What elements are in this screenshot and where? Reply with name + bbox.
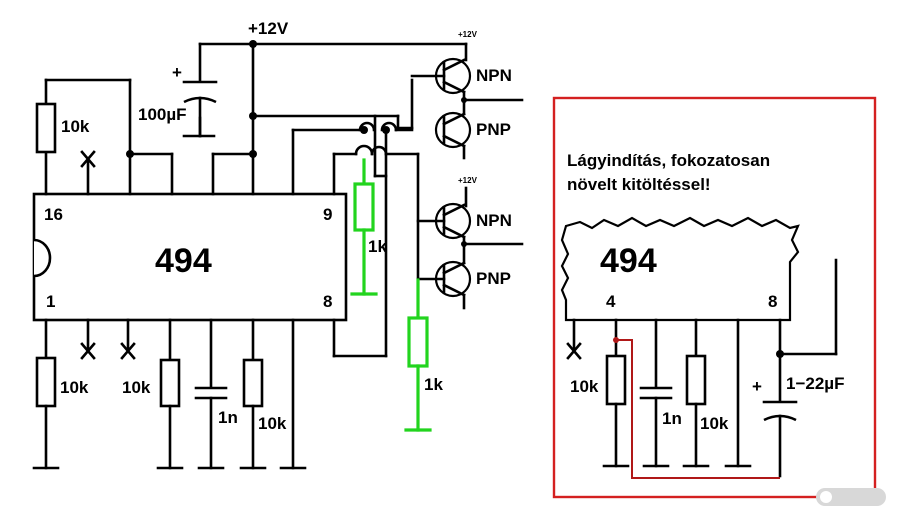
capacitor-plus-sign: + bbox=[172, 63, 182, 82]
inset-elcap-plus-sign: + bbox=[752, 377, 762, 396]
resistor-1k-green-2: 1k bbox=[404, 278, 443, 432]
capacitor-100uf: + 100µF bbox=[138, 63, 218, 138]
inset-pin-8-label: 8 bbox=[768, 292, 777, 311]
top-wiring bbox=[44, 40, 468, 358]
capacitor-1n-label: 1n bbox=[218, 408, 238, 427]
inset-note-line1: Lágyindítás, fokozatosan bbox=[567, 151, 770, 170]
resistor-1k-green-1-label: 1k bbox=[368, 237, 387, 256]
bottom-wiring: 10k 10k 1n 10k bbox=[32, 318, 307, 470]
supply-label: +12V bbox=[248, 19, 289, 38]
resistor-10k-bottom-3-label: 10k bbox=[258, 414, 287, 433]
resistor-1k-green-2-label: 1k bbox=[424, 375, 443, 394]
resistor-10k-bottom-2-label: 10k bbox=[122, 378, 151, 397]
pin-9-label: 9 bbox=[323, 205, 332, 224]
transistor-pnp-1-label: PNP bbox=[476, 120, 511, 139]
inset-frame bbox=[552, 96, 877, 499]
watermark-logo bbox=[816, 488, 886, 506]
inset-pin-4-label: 4 bbox=[606, 292, 616, 311]
pin-1-label: 1 bbox=[46, 292, 55, 311]
soft-start-inset: Lágyindítás, fokozatosan növelt kitöltés… bbox=[552, 96, 877, 499]
pin-8-label: 8 bbox=[323, 292, 332, 311]
transistor-pnp-2-label: PNP bbox=[476, 269, 511, 288]
inset-chip-name: 494 bbox=[600, 242, 657, 280]
inset-capacitor-1n-label: 1n bbox=[662, 409, 682, 428]
resistor-10k-top: 10k bbox=[35, 102, 90, 154]
resistor-1k-green-1: 1k bbox=[350, 158, 387, 296]
driver-stage-bottom: +12V NPN PNP bbox=[416, 176, 524, 310]
transistor-npn-1-label: NPN bbox=[476, 66, 512, 85]
supply-small-label: +12V bbox=[458, 30, 478, 39]
capacitor-100uf-label: 100µF bbox=[138, 105, 187, 124]
pin-16-label: 16 bbox=[44, 205, 63, 224]
inset-resistor-10k-2-label: 10k bbox=[700, 414, 729, 433]
inset-resistor-10k-1-label: 10k bbox=[570, 377, 599, 396]
chip-494: 494 16 1 9 8 bbox=[32, 192, 348, 322]
transistor-npn-2-label: NPN bbox=[476, 211, 512, 230]
driver-stage-top: +12V NPN PNP bbox=[410, 30, 524, 160]
resistor-10k-bottom-1-label: 10k bbox=[60, 378, 89, 397]
supply-small-label-2: +12V bbox=[458, 176, 478, 185]
inset-elcap-label: 1−22µF bbox=[786, 374, 844, 393]
chip-name: 494 bbox=[155, 242, 212, 280]
resistor-10k-top-label: 10k bbox=[61, 117, 90, 136]
inset-note-line2: növelt kitöltéssel! bbox=[567, 175, 711, 194]
